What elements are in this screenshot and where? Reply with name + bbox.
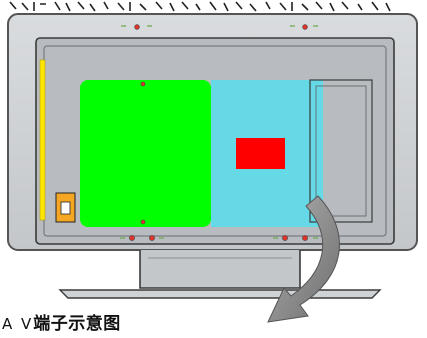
red-region	[236, 138, 285, 169]
caption-title: 端子示意图	[33, 314, 121, 334]
cropped-header-strokes	[9, 1, 391, 12]
yellow-strip	[39, 59, 46, 221]
screw-marker-icon	[129, 24, 308, 241]
diagram-caption: A V端子示意图	[2, 309, 121, 334]
screw-tick-marks	[120, 25, 318, 239]
cropped-header-text	[0, 0, 427, 13]
right-bracket	[309, 79, 373, 223]
green-region	[80, 80, 211, 227]
caption-prefix: A V	[2, 315, 34, 333]
stand-neck	[139, 250, 301, 289]
right-bracket-inner	[315, 85, 367, 217]
stand-base	[58, 289, 382, 299]
curved-arrow-icon	[267, 195, 340, 323]
av-port-icon	[55, 192, 76, 223]
